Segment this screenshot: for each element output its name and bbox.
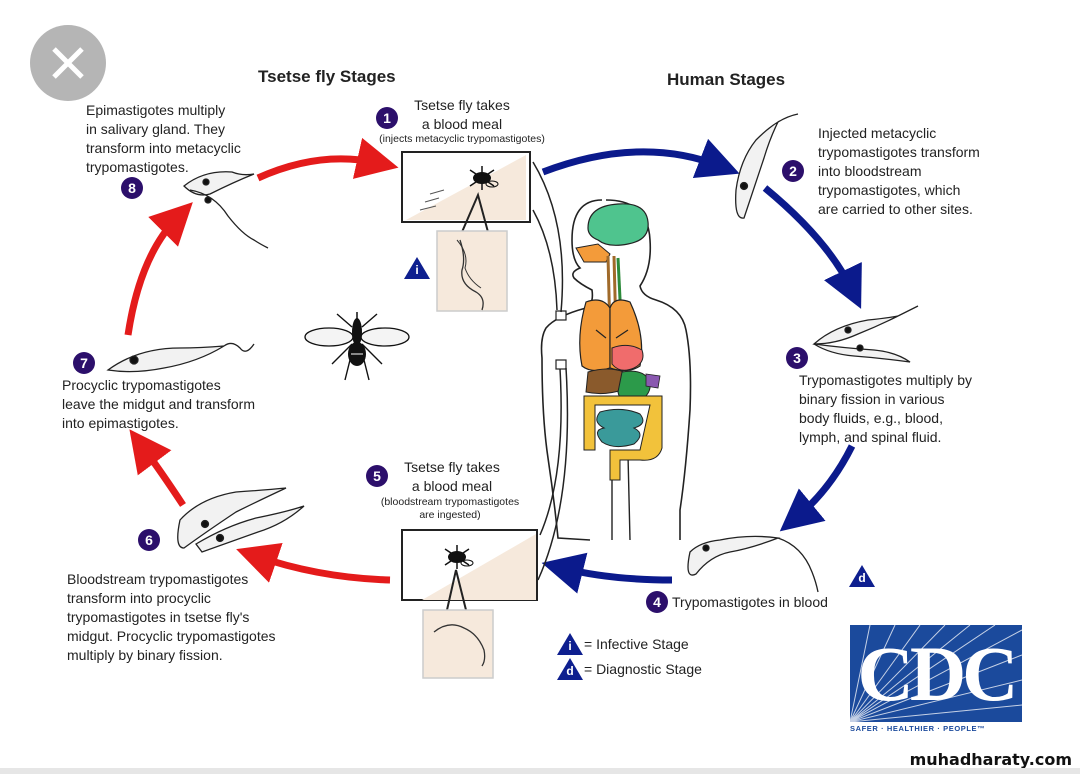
- arrow-4-to-5: [541, 552, 673, 594]
- arrow-7-to-8: [124, 202, 193, 336]
- tsetse-fly-small-icon: [469, 166, 499, 190]
- arrow-3-to-4: [779, 444, 856, 532]
- stage-5-note: (bloodstream trypomastigotes are ingeste…: [350, 496, 550, 522]
- diagnostic-stage-marker: d: [848, 564, 876, 593]
- stage-3-line: body fluids, e.g., blood,: [799, 410, 943, 426]
- stage-8-line: Epimastigotes multiply: [86, 102, 226, 118]
- stage-2-line: are carried to other sites.: [818, 201, 973, 217]
- parasite-stage-7: [106, 342, 255, 373]
- parasite-stage-4: [687, 535, 819, 593]
- arrow-5-to-6: [236, 542, 391, 584]
- diagnostic-triangle-icon: d: [556, 657, 584, 681]
- legend-infective: i = Infective Stage: [556, 632, 702, 656]
- legend-infective-label: = Infective Stage: [584, 636, 689, 652]
- parasite-stage-2: [735, 113, 799, 219]
- legend-infective-glyph: i: [568, 639, 572, 653]
- stage-3-line: binary fission in various: [799, 391, 945, 407]
- stage-2-description: Injected metacyclic trypomastigotes tran…: [818, 124, 1018, 219]
- stage-3-description: Trypomastigotes multiply by binary fissi…: [799, 371, 1019, 447]
- stage-5-note-line: (bloodstream trypomastigotes: [380, 496, 520, 508]
- diagnostic-marker-glyph: d: [858, 571, 866, 585]
- human-stages-heading: Human Stages: [667, 70, 786, 89]
- legend-diagnostic: d = Diagnostic Stage: [556, 657, 702, 681]
- stage-6-description: Bloodstream trypomastigotes transform in…: [67, 570, 337, 665]
- stage-2-line: trypomastigotes, which: [818, 182, 961, 198]
- watermark: muhadharaty.com: [909, 750, 1072, 769]
- stage-7-line: into epimastigotes.: [62, 415, 179, 431]
- stage-7-badge: 7: [73, 352, 95, 374]
- stage-3-line: Trypomastigotes multiply by: [799, 372, 972, 388]
- infective-triangle-icon: i: [556, 632, 584, 656]
- infective-marker-glyph: i: [415, 263, 419, 277]
- tsetse-stages-heading: Tsetse fly Stages: [258, 67, 396, 86]
- bottom-divider: [0, 768, 1080, 774]
- stage-1-title-line: Tsetse fly takes: [414, 97, 510, 113]
- stage-4-description: Trypomastigotes in blood: [672, 594, 828, 610]
- stage-5-title-line: Tsetse fly takes: [404, 459, 500, 475]
- human-body-illustration: [540, 199, 692, 541]
- stage-5-fly-feeding-panel: [401, 529, 538, 679]
- stage-5-badge: 5: [366, 465, 388, 487]
- stage-5-title: Tsetse fly takes a blood meal: [382, 458, 522, 496]
- cdc-logo-text: CDC: [857, 630, 1019, 717]
- stage-2-badge: 2: [782, 160, 804, 182]
- connector-line: [532, 161, 564, 313]
- connector-line: [532, 209, 558, 311]
- diagnostic-triangle-icon: [849, 565, 875, 587]
- infective-triangle-icon: [404, 257, 430, 279]
- stage-4-badge: 4: [646, 591, 668, 613]
- stage-6-line: trypomastigotes in tsetse fly's: [67, 609, 250, 625]
- connector-line: [537, 367, 569, 581]
- legend: i = Infective Stage d = Diagnostic Stage: [556, 632, 702, 681]
- close-icon: [52, 47, 84, 79]
- stage-2-line: Injected metacyclic: [818, 125, 937, 141]
- stage-5-title-line: a blood meal: [411, 478, 493, 494]
- stage-1-title: Tsetse fly takes a blood meal: [392, 96, 532, 134]
- cdc-logo: CDC: [850, 625, 1022, 722]
- stage-7-description: Procyclic trypomastigotes leave the midg…: [62, 376, 302, 433]
- stage-6-line: midgut. Procyclic trypomastigotes: [67, 628, 276, 644]
- connector-line: [539, 368, 562, 536]
- stage-8-line: in salivary gland. They: [86, 121, 226, 137]
- stage-8-line: trypomastigotes.: [86, 159, 189, 175]
- stage-7-line: leave the midgut and transform: [62, 396, 255, 412]
- stage-3-badge: 3: [786, 347, 808, 369]
- stage-2-line: trypomastigotes transform: [818, 144, 980, 160]
- stage-8-badge: 8: [121, 177, 143, 199]
- tsetse-fly-small-icon: [444, 545, 474, 569]
- stage-8-description: Epimastigotes multiply in salivary gland…: [86, 101, 276, 177]
- stage-2-line: into bloodstream: [818, 163, 922, 179]
- arrow-1-to-2: [541, 138, 740, 179]
- stage-5-note-line: are ingested): [419, 509, 481, 521]
- parasite-stage-8: [183, 171, 269, 249]
- parasite-stage-6: [177, 487, 305, 553]
- stage-1-note: (injects metacyclic trypomastigotes): [379, 133, 545, 145]
- stage-7-line: Procyclic trypomastigotes: [62, 377, 221, 393]
- stage-6-line: multiply by binary fission.: [67, 647, 223, 663]
- parasite-stage-3: [812, 305, 919, 363]
- stage-6-badge: 6: [138, 529, 160, 551]
- close-button[interactable]: [30, 25, 106, 101]
- legend-diagnostic-glyph: d: [566, 664, 574, 678]
- stage-6-line: Bloodstream trypomastigotes: [67, 571, 249, 587]
- stage-8-line: transform into metacyclic: [86, 140, 241, 156]
- stage-1-fly-bite-panel: [401, 151, 531, 312]
- stage-1-badge: 1: [376, 107, 398, 129]
- cdc-tagline: SAFER · HEALTHIER · PEOPLE™: [850, 724, 986, 733]
- cdc-logo-rays: [850, 625, 1022, 722]
- arrow-2-to-3: [762, 185, 862, 309]
- stage-1-title-line: a blood meal: [421, 116, 503, 132]
- legend-diagnostic-label: = Diagnostic Stage: [584, 661, 702, 677]
- stage-3-line: lymph, and spinal fluid.: [799, 429, 942, 445]
- arrow-6-to-7: [129, 429, 186, 507]
- infective-stage-marker: i: [403, 256, 431, 285]
- stage-6-line: transform into procyclic: [67, 590, 211, 606]
- tsetse-fly-illustration: [304, 312, 410, 381]
- arrow-8-to-1: [256, 137, 399, 182]
